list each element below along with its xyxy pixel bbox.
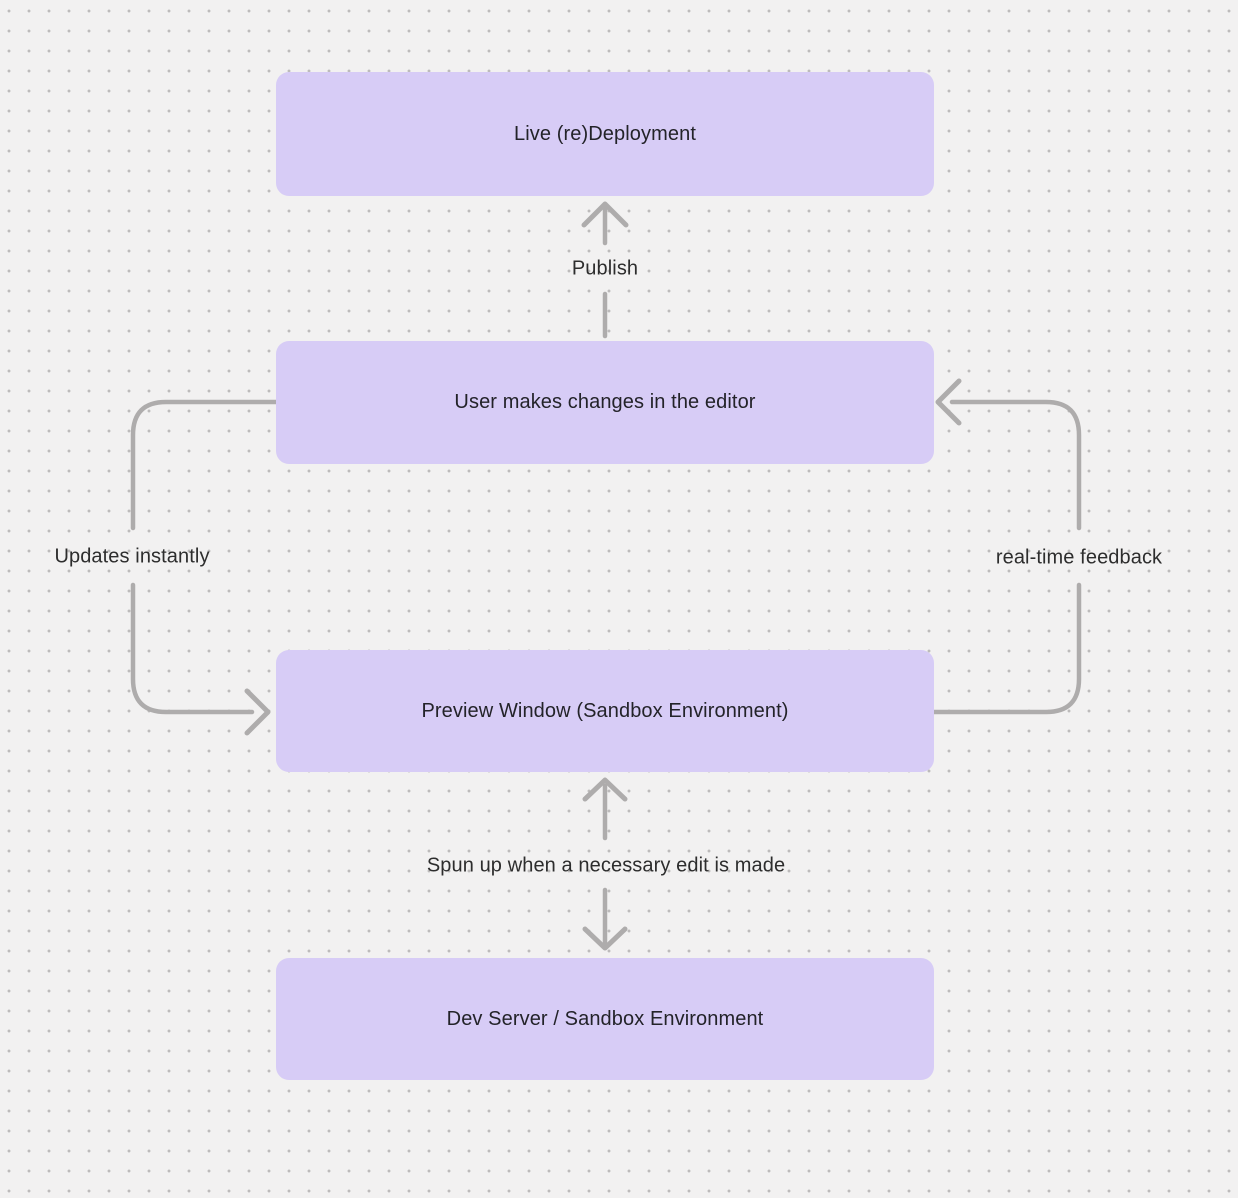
updates-instantly-arrowhead-right-icon [244,688,271,736]
node-user-editor[interactable]: User makes changes in the editor [276,341,934,464]
edge-strokes [130,201,1082,951]
node-label: Preview Window (Sandbox Environment) [421,699,789,722]
node-label: Dev Server / Sandbox Environment [446,1007,764,1030]
node-preview-window[interactable]: Preview Window (Sandbox Environment) [276,650,934,772]
node-label: Live (re)Deployment [514,122,696,145]
edge-label-publish: Publish [571,257,639,280]
updates-instantly-curve-upper [130,399,279,531]
edge-label-spun-up: Spun up when a necessary edit is made [426,854,786,877]
node-dev-server[interactable]: Dev Server / Sandbox Environment [276,958,934,1080]
realtime-feedback-arrowhead-left-icon [935,378,962,426]
node-live-redeployment[interactable]: Live (re)Deployment [276,72,934,196]
node-label: User makes changes in the editor [454,391,756,413]
spun-up-arrowhead-up-icon [582,777,628,802]
realtime-feedback-curve-upper [949,399,1082,531]
edge-label-realtime-feedback: real-time feedback [995,546,1163,569]
updates-instantly-curve-lower [130,582,255,715]
edge-label-updates-instantly: Updates instantly [54,545,210,568]
spun-up-arrowhead-down-icon [582,926,628,951]
realtime-feedback-curve-lower [931,582,1082,715]
publish-arrowhead-up-icon [581,201,629,228]
